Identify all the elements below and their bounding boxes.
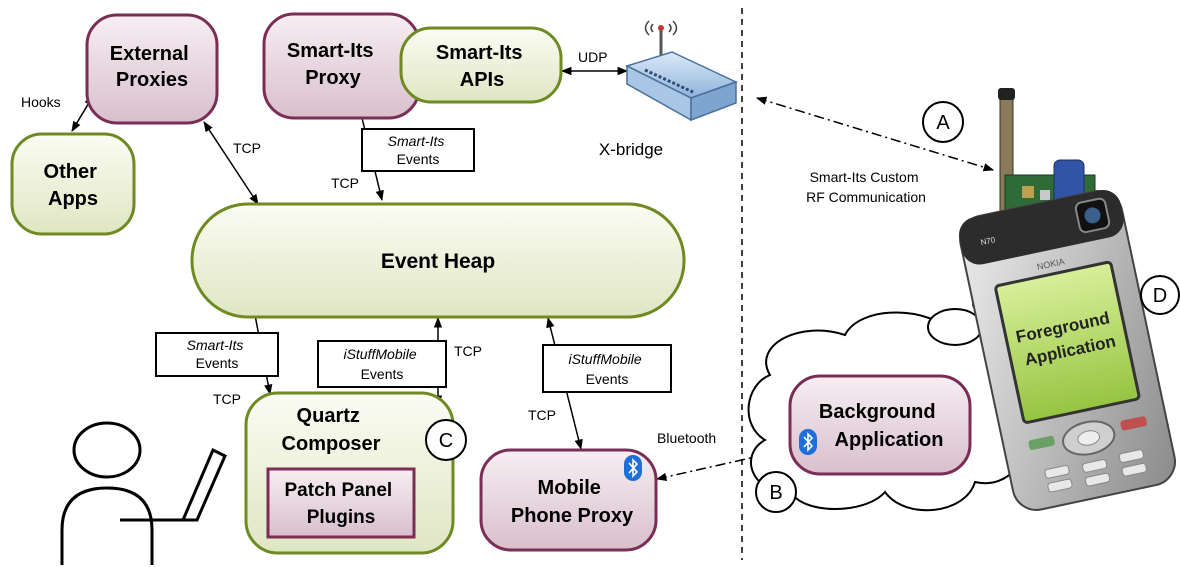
external-proxies-line1: External	[110, 43, 189, 65]
svg-text:D: D	[1153, 285, 1167, 307]
smartits-proxy-line2: Proxy	[305, 67, 361, 89]
tcp-label-quartz-left: TCP	[213, 391, 241, 407]
patch-panel-node: Patch Panel Plugins	[266, 467, 416, 539]
mobile-proxy-line1: Mobile	[538, 477, 601, 499]
marker-d: D	[1140, 275, 1180, 315]
smartits-apis-line2: APIs	[460, 69, 504, 91]
router-icon	[624, 20, 738, 122]
edge-bluetooth	[655, 445, 797, 482]
rf-communication-label: Smart-Its Custom RF Communication	[806, 169, 926, 205]
smartits-events-top: Smart-Its Events	[361, 128, 475, 172]
xbridge-label: X-bridge	[599, 140, 663, 159]
svg-text:B: B	[769, 482, 782, 504]
bluetooth-icon	[799, 429, 817, 455]
smartits-apis-line1: Smart-Its	[436, 42, 523, 64]
event-heap-label: Event Heap	[381, 250, 495, 273]
patch-panel-line1: Patch Panel	[285, 480, 393, 501]
svg-text:Smart-Its Events: Smart-Its Events	[187, 337, 248, 371]
edge-rf	[755, 96, 995, 172]
svg-text:External Proxies: External Proxies	[110, 43, 195, 91]
svg-text:iStuffMobile Events: iStuffMobile Events	[568, 351, 645, 387]
marker-b: B	[755, 471, 797, 513]
mobile-proxy-line2: Phone Proxy	[511, 505, 634, 527]
mobile-phone-icon: N70 NOKIA Foreground Application	[959, 88, 1176, 511]
hooks-label: Hooks	[21, 94, 61, 110]
svg-text:Smart-Its APIs: Smart-Its APIs	[436, 42, 528, 91]
svg-text:Patch Panel Plugins: Patch Panel Plugins	[285, 480, 398, 528]
background-app-line1: Background	[819, 401, 936, 423]
istuff-events-right-line2: Events	[586, 371, 629, 387]
svg-text:iStuffMobile Events: iStuffMobile Events	[343, 346, 420, 382]
smartits-apis-node: Smart-Its APIs	[399, 26, 563, 104]
quartz-line1: Quartz	[297, 405, 360, 427]
svg-text:Quartz Composer: Quartz Composer	[282, 405, 381, 455]
svg-text:Smart-Its Proxy: Smart-Its Proxy	[287, 40, 379, 89]
smartits-events-top-line2: Events	[397, 151, 440, 167]
other-apps-line2: Apps	[48, 188, 98, 210]
smartits-events-left: Smart-Its Events	[155, 332, 279, 377]
edge-external-eventheap	[203, 121, 259, 205]
background-application-node: Background Application	[788, 374, 972, 476]
udp-label: UDP	[578, 49, 608, 65]
external-proxies-node: External Proxies	[85, 13, 219, 125]
other-apps-line1: Other	[44, 161, 98, 183]
istuff-events-center: iStuffMobile Events	[317, 340, 447, 388]
svg-text:Other Apps: Other Apps	[44, 161, 103, 210]
rf-line1: Smart-Its Custom	[810, 169, 919, 185]
tcp-label-smartits: TCP	[331, 175, 359, 191]
istuff-events-right: iStuffMobile Events	[542, 344, 672, 393]
smartits-events-left-line2: Events	[196, 355, 239, 371]
background-app-line2: Application	[835, 429, 944, 451]
svg-text:Smart-Its Events: Smart-Its Events	[388, 133, 449, 167]
marker-a: A	[922, 101, 964, 143]
tcp-label-quartz-center: TCP	[454, 343, 482, 359]
smartits-proxy-node: Smart-Its Proxy	[262, 12, 421, 120]
istuff-events-right-line1: iStuffMobile	[568, 351, 641, 367]
svg-text:Background Application: Background Application	[819, 401, 944, 451]
other-apps-node: Other Apps	[10, 132, 136, 236]
svg-text:Mobile Phone Proxy: Mobile Phone Proxy	[511, 477, 634, 527]
svg-text:A: A	[936, 112, 950, 134]
bluetooth-icon	[624, 455, 642, 481]
bluetooth-label: Bluetooth	[657, 430, 716, 446]
marker-c: C	[425, 419, 467, 461]
istuff-events-center-line1: iStuffMobile	[343, 346, 416, 362]
quartz-line2: Composer	[282, 433, 381, 455]
svg-text:C: C	[439, 430, 453, 452]
smartits-proxy-line1: Smart-Its	[287, 40, 374, 62]
event-heap-node: Event Heap	[190, 202, 686, 319]
laptop-icon	[138, 447, 227, 522]
person-icon	[60, 421, 183, 565]
tcp-label-mobileproxy: TCP	[528, 407, 556, 423]
mobile-phone-proxy-node: Mobile Phone Proxy	[479, 448, 658, 552]
patch-panel-line2: Plugins	[307, 507, 376, 528]
external-proxies-line2: Proxies	[116, 69, 188, 91]
smartits-events-top-line1: Smart-Its	[388, 133, 445, 149]
rf-line2: RF Communication	[806, 189, 926, 205]
smartits-events-left-line1: Smart-Its	[187, 337, 244, 353]
istuff-events-center-line2: Events	[361, 366, 404, 382]
quartz-composer-node: Quartz Composer Patch Panel Plugins	[244, 391, 455, 555]
phone-model-label: N70	[980, 235, 997, 247]
tcp-label-external: TCP	[233, 140, 261, 156]
